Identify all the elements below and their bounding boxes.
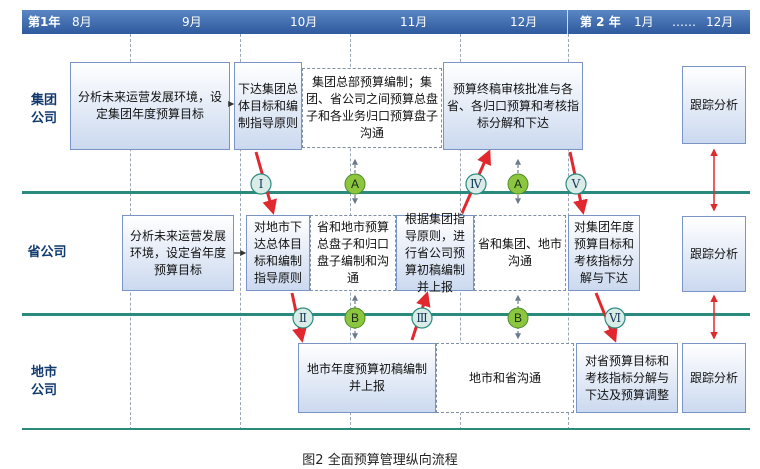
lane-line-bottom [22, 428, 750, 430]
svg-text:Ⅵ: Ⅵ [608, 311, 621, 325]
lane-line-group-province [22, 191, 750, 194]
year-separator [567, 10, 568, 34]
year1-label: 第1年 [28, 15, 61, 29]
box-prov-track: 跟踪分析 [682, 216, 746, 292]
lane-label-province: 省公司 [27, 245, 67, 260]
svg-text:Ⅲ: Ⅲ [416, 311, 428, 325]
marker-A-nov: A [344, 173, 366, 195]
svg-text:Ⅴ: Ⅴ [571, 177, 581, 191]
box-group-final: 预算终稿审核批准与各省、各归口预算和考核指标分解和下达 [443, 62, 583, 150]
box-prov-decomp: 对集团年度预算目标和考核指标分解与下达 [568, 215, 640, 291]
month-aug: 8月 [72, 15, 92, 29]
divider-sep-oct [240, 34, 242, 430]
box-prov-issue: 对地市下达总体目标和编制指导原则 [246, 215, 310, 291]
box-group-env: 分析未来运营发展环境，设定集团年度预算目标 [70, 62, 230, 150]
marker-II: Ⅱ [292, 307, 314, 329]
box-prov-env: 分析未来运营发展环境，设定省年度预算目标 [122, 215, 234, 291]
box-group-issue: 下达集团总体目标和编制指导原则 [234, 62, 302, 150]
svg-text:A: A [514, 177, 522, 191]
svg-text:B: B [514, 311, 522, 325]
timeline-header: 第1年 8月 9月 10月 11月 12月 第 2 年 1月 …… 12月 [22, 10, 750, 34]
box-prov-city-comm: 省和集团、地市沟通 [474, 215, 566, 291]
svg-text:Ⅱ: Ⅱ [299, 311, 307, 325]
svg-text:Ⅰ: Ⅰ [259, 177, 264, 191]
marker-B-dec: B [507, 307, 529, 329]
box-prov-draft: 根据集团指导原则，进行省公司预算初稿编制并上报 [396, 212, 474, 294]
marker-B-nov: B [344, 307, 366, 329]
lane-label-group: 集团 公司 [30, 93, 57, 126]
svg-text:Ⅳ: Ⅳ [470, 177, 483, 191]
marker-I: Ⅰ [250, 173, 272, 195]
month-sep: 9月 [182, 15, 202, 29]
month-oct: 10月 [290, 15, 318, 29]
lane-label-city: 地市 公司 [30, 365, 57, 398]
box-prov-comm: 省和地市预算总盘子和归口盘子编制和沟通 [310, 215, 396, 291]
box-city-draft: 地市年度预算初稿编制并上报 [298, 343, 436, 413]
box-city-comm: 地市和省沟通 [436, 343, 574, 413]
month-jan: 1月 [634, 15, 654, 29]
marker-III: Ⅲ [411, 307, 433, 329]
lane-line-province-city [22, 313, 750, 316]
year2-label: 第 2 年 [580, 15, 621, 29]
month-dec-year2: 12月 [706, 15, 734, 29]
marker-VI: Ⅵ [604, 307, 626, 329]
box-group-track: 跟踪分析 [682, 66, 746, 144]
ellipsis: …… [672, 15, 696, 29]
box-city-decomp: 对省预算目标和考核指标分解与下达及预算调整 [576, 343, 678, 413]
month-nov: 11月 [400, 15, 428, 29]
box-city-track: 跟踪分析 [682, 343, 746, 413]
marker-V: Ⅴ [565, 173, 587, 195]
svg-text:B: B [351, 311, 359, 325]
marker-IV: Ⅳ [465, 173, 487, 195]
marker-A-dec: A [507, 173, 529, 195]
svg-text:A: A [351, 177, 359, 191]
box-group-compile: 集团总部预算编制；集团、省公司之间预算总盘子和各业务归口预算盘子沟通 [302, 68, 442, 148]
figure-caption: 图2 全面预算管理纵向流程 [302, 453, 458, 468]
month-dec: 12月 [510, 15, 538, 29]
